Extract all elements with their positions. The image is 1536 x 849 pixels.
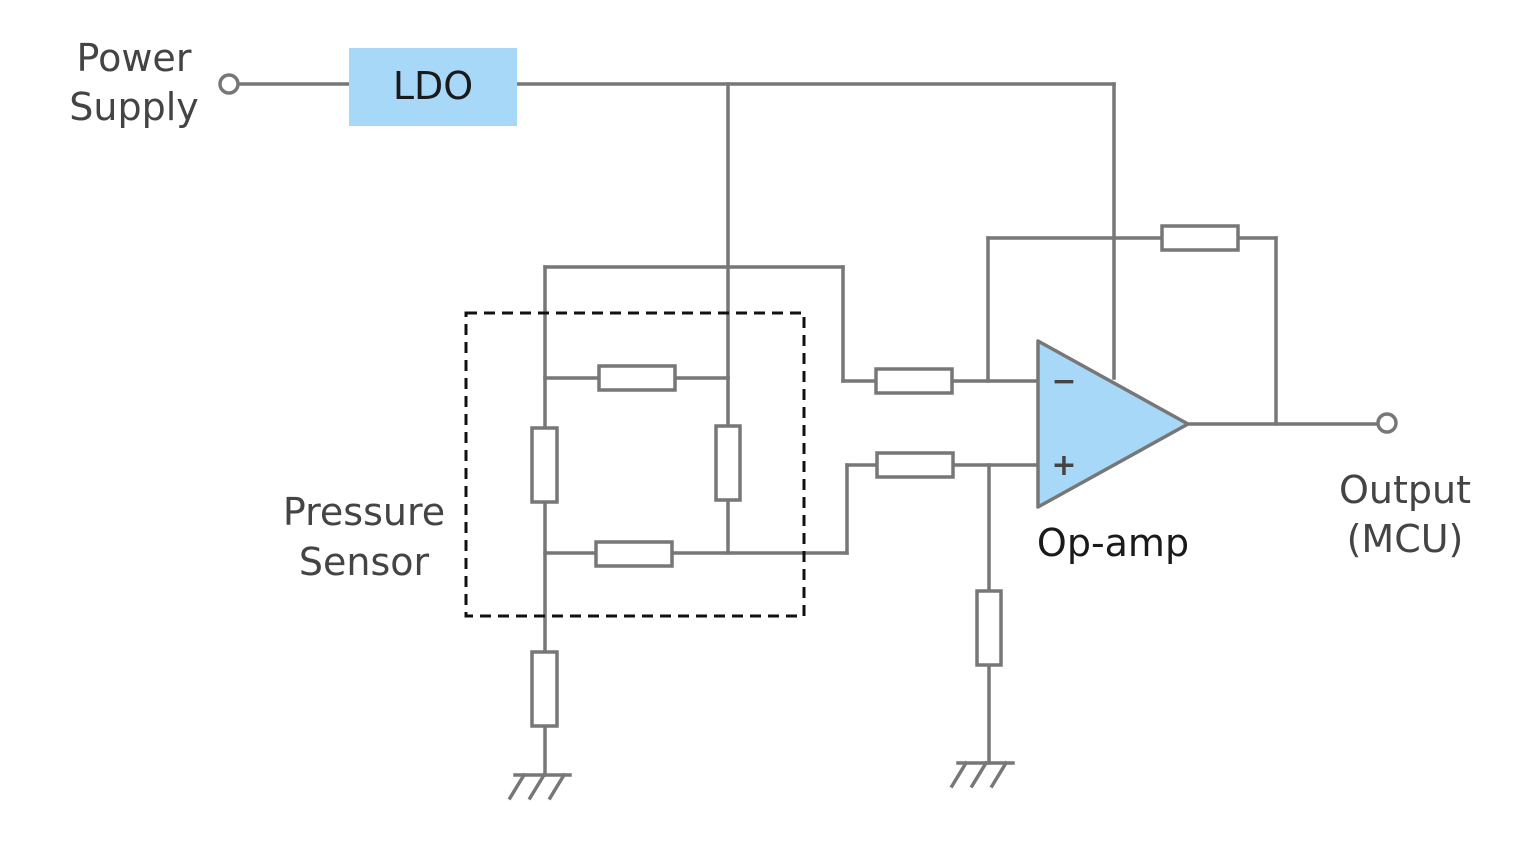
opamp-plus-sign: + (1051, 448, 1076, 483)
resistor-noninverting-ground (975, 589, 1003, 667)
resistors (530, 224, 1240, 728)
resistor-noninverting-input (875, 451, 955, 479)
ground-symbol-left (507, 772, 572, 801)
wires (236, 82, 1380, 777)
resistor-feedback (1160, 224, 1240, 252)
opamp-label: Op-amp (1037, 521, 1189, 565)
output-label-line2: (MCU) (1347, 517, 1464, 561)
output-label-line1: Output (1339, 468, 1471, 512)
ground-symbol-right (949, 760, 1015, 789)
resistor-bridge-top (597, 364, 677, 392)
power-supply-label-line2: Supply (69, 85, 199, 129)
power-supply-label-line1: Power (77, 36, 192, 80)
pressure-sensor-label-line1: Pressure (283, 490, 445, 534)
ldo-label: LDO (393, 64, 473, 108)
output-terminal (1376, 412, 1398, 434)
ldo-block (349, 48, 517, 126)
resistor-bridge-left (530, 426, 559, 504)
opamp-triangle (1036, 339, 1190, 509)
opamp-minus-sign: − (1051, 364, 1076, 399)
pressure-sensor-boundary (464, 311, 806, 618)
resistor-bridge-right (714, 424, 742, 502)
power-supply-terminal (218, 73, 240, 95)
resistor-bridge-to-ground (530, 650, 559, 728)
resistor-bridge-bottom (594, 540, 674, 568)
pressure-sensor-label-line2: Sensor (299, 540, 430, 584)
resistor-inverting-input (874, 367, 954, 395)
